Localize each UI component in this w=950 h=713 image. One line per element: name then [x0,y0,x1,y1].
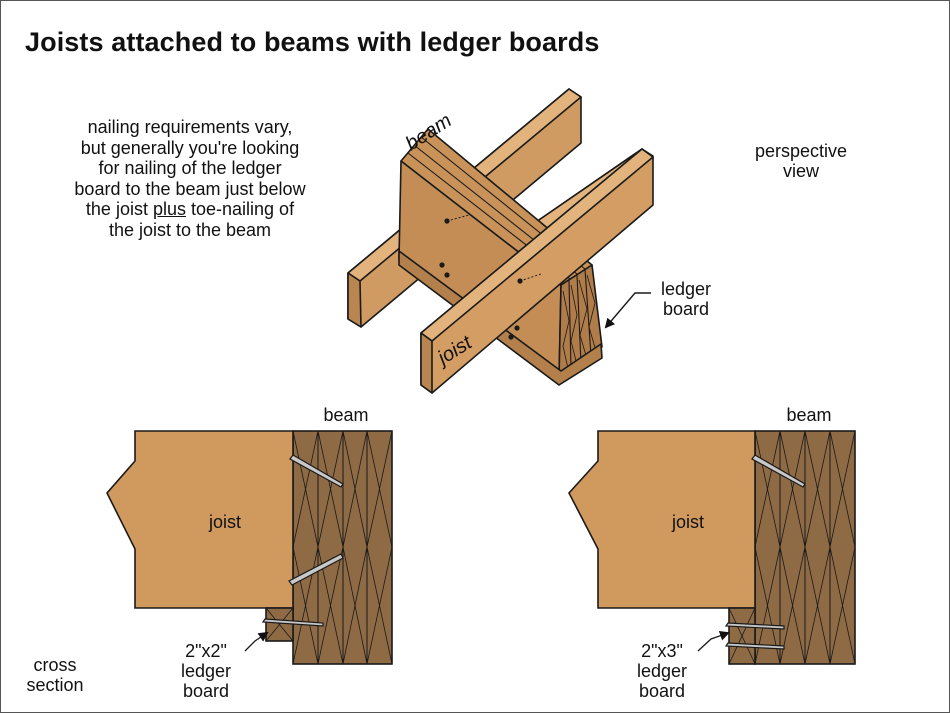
cross-section-label-line2: section [26,675,84,695]
toe-nail [751,454,806,488]
note-line-2: but generally you're looking [80,137,300,158]
note-line-3: for nailing of the ledger [98,158,282,178]
left-ledger-leader [244,631,269,652]
note-line-4: board to the beam just below [74,178,306,199]
perspective-ledger-label-line1: ledger [660,279,712,299]
nailing-note: nailing requirements vary, but generally… [51,117,329,240]
left-beam-label: beam [323,405,369,425]
left-ledger-size: 2"x2" [185,641,227,661]
grain-mark [562,290,570,374]
perspective-view-label: perspective view [736,141,866,181]
left-ledger-line3: board [182,681,230,701]
note-line-5: the joist plus toe-nailing of [51,199,329,220]
perspective-nails [439,218,523,340]
grain-x [366,430,393,665]
cross-section-right [568,430,856,665]
cross-section-label: cross section [15,655,95,695]
cross-section-left [106,430,393,665]
note-line-5-post: toe-nailing of [186,199,295,219]
ledger-board-perspective [398,250,603,386]
right-ledger-label: 2"x3" ledger board [617,641,707,701]
perspective-ledger-label: ledger board [641,279,731,319]
grain-x [829,430,856,665]
left-joist-label: joist [208,512,241,532]
beam-end-grain-marks [562,274,597,374]
ply-line [576,274,582,364]
grain-line [265,607,294,642]
grain-x [317,430,344,665]
grain-x [366,430,393,665]
left-ledger-line2: ledger [180,661,232,681]
nail-dot [514,325,520,331]
right-ledger-line3: board [638,681,686,701]
grain-mark [570,284,578,366]
ledger-leader-arrow [604,292,651,329]
ledger-nail [261,618,324,627]
left-nails [261,454,344,627]
near-joist-end [420,332,433,394]
right-ledger-size: 2"x3" [641,641,683,661]
far-joist-end [347,272,362,328]
note-line-6: the joist to the beam [108,219,272,240]
left-ledger-label: 2"x2" ledger board [161,641,251,701]
grain-x [804,430,831,665]
nail-dot [444,272,450,278]
ply-line [584,268,592,357]
ledger-nail [724,642,785,650]
perspective-view-label-line2: view [782,161,819,181]
grain-x [829,430,856,665]
page-title: Joists attached to beams with ledger boa… [25,27,600,57]
right-nails [724,454,806,650]
grain-line [728,607,756,665]
grain-mark [578,279,588,360]
right-ledger-leader [697,630,730,652]
note-line-5-pre: the joist [85,199,153,219]
grain-x [779,430,806,665]
note-line-1: nailing requirements vary, [87,117,293,137]
ledger-nail [724,622,785,630]
right-ledger-line2: ledger [636,661,688,681]
right-ledger-grain [728,607,756,665]
perspective-near-joist [420,148,654,394]
grain-x [342,430,368,665]
nail-dot [439,262,445,268]
right-joist-label: joist [671,512,704,532]
perspective-view-label-line1: perspective [754,141,848,161]
perspective-ledger-label-line2: board [662,299,710,319]
ply-line [568,279,572,370]
nail-dot [508,334,514,340]
perspective-view: beam joist [347,88,654,394]
cross-section-label-line1: cross [33,655,77,675]
right-beam-label: beam [786,405,832,425]
toe-nail [288,553,344,586]
note-emphasis-plus: plus [152,199,186,219]
left-ledger-grain [265,607,294,642]
grain-mark [586,274,597,352]
toe-nail [289,454,344,488]
